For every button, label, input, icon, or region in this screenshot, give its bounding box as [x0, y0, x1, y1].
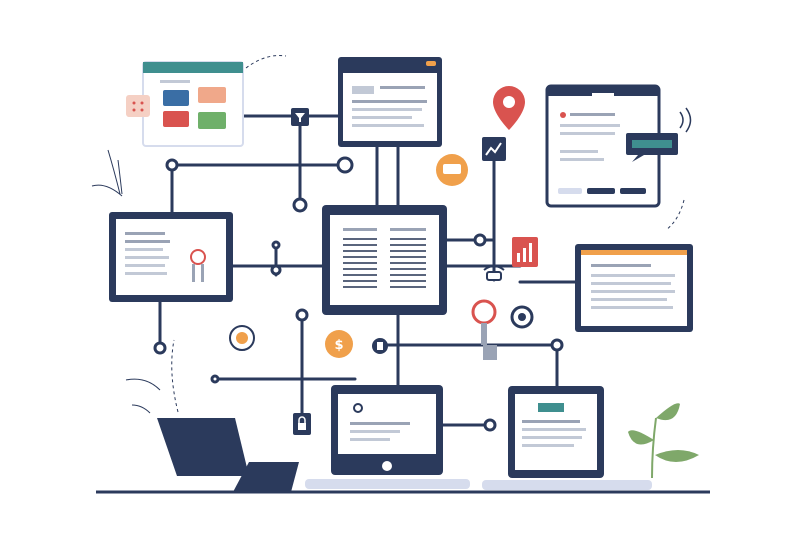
router-icon — [483, 265, 505, 281]
message-bubble-icon — [436, 154, 468, 186]
browser-window-top — [338, 57, 442, 147]
laptop-center — [305, 385, 470, 489]
laptop-icon — [157, 418, 299, 492]
tablet-right — [575, 244, 693, 332]
sparkle-lines — [91, 149, 123, 197]
badge-node-heart-icon — [292, 197, 308, 213]
target-icon — [510, 305, 534, 329]
app-grid-card — [142, 61, 244, 147]
gear-icon — [229, 325, 255, 351]
dashed-arc — [245, 55, 287, 69]
plant-icon — [628, 403, 699, 479]
map-pin-icon — [493, 86, 525, 130]
badge-signal-icon — [336, 156, 354, 174]
laptop-right — [482, 386, 652, 490]
dollar-icon: $ — [325, 330, 353, 358]
badge-key-icon — [372, 338, 388, 354]
key-icon — [471, 299, 497, 360]
dashed-arrow — [171, 339, 179, 413]
signal-waves — [679, 107, 692, 133]
svg-text:$: $ — [334, 338, 343, 353]
badge-chart-icon — [482, 137, 506, 161]
dashed-arc-right — [665, 199, 685, 231]
badge-filter-icon — [291, 108, 309, 126]
bar-chart-icon — [512, 237, 538, 267]
person-icon — [190, 249, 206, 282]
sparkle-left — [125, 378, 161, 414]
chat-bubble-icon — [626, 133, 678, 162]
monitor-left — [109, 212, 233, 302]
connector-lines — [158, 114, 577, 427]
badge-lock-icon — [293, 413, 311, 435]
monitor-center — [322, 205, 447, 315]
grid-tile-icon — [126, 95, 150, 117]
